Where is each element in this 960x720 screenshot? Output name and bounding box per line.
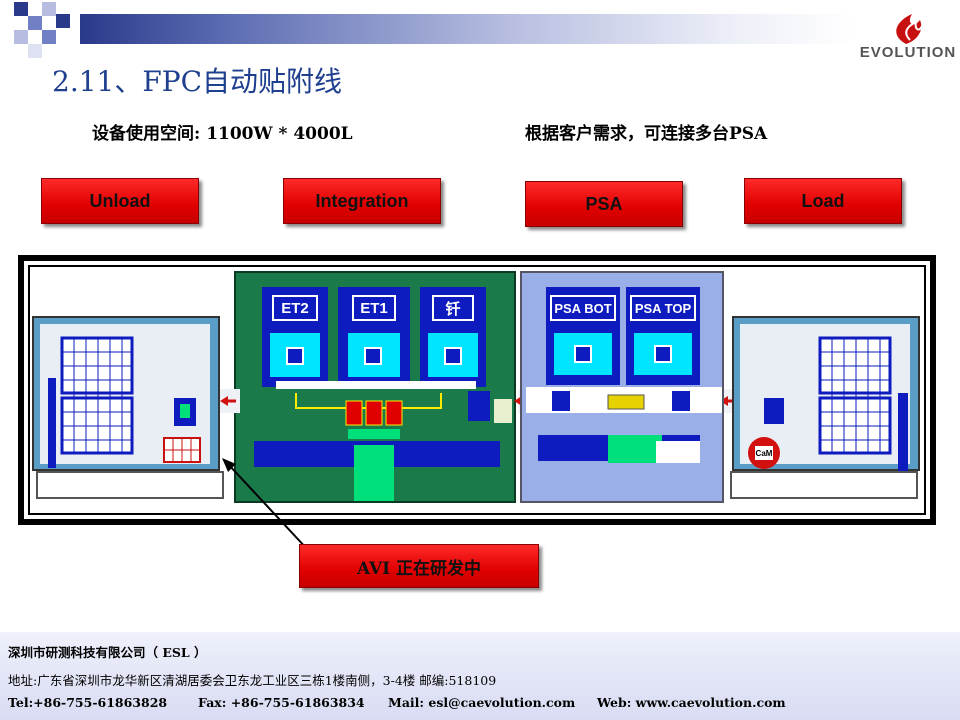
header-square [14,30,28,44]
diagram-inner-border [28,265,926,515]
psa-bot-label: PSA BOT [550,295,616,321]
unload-base [36,471,224,499]
et2-nozzle [286,347,304,365]
fax-number: Fax: +86-755-61863834 [198,695,365,710]
et1-label: ET1 [352,295,396,321]
avi-callout: AVI 正在研发中 [299,544,539,588]
website: Web: www.caevolution.com [597,695,786,710]
logo-text: EVOLUTION [859,44,957,61]
callout-arrow [222,458,309,551]
integration-button: Integration [283,178,441,224]
phone-number: Tel:+86-755-61863828 [8,695,168,710]
camera-label: CaM [755,446,773,460]
psa-bot-nozzle [574,345,592,363]
integration-module: ET2 ET1 钎 [234,271,516,503]
third-station: 钎 [420,287,486,387]
evolution-logo: EVOLUTION [858,4,958,64]
company-address: 地址:广东省深圳市龙华新区清湖居委会卫东龙工业区三栋1楼南侧，3-4楼 邮编:5… [8,673,497,688]
header-square [28,44,42,58]
psa-bot-station: PSA BOT [546,287,620,385]
unload-module [32,316,220,471]
footer: 深圳市研测科技有限公司（ ESL ） 地址:广东省深圳市龙华新区清湖居委会卫东龙… [0,632,960,720]
psa-top-label: PSA TOP [630,295,696,321]
header-square [28,16,42,30]
psa-top-station: PSA TOP [626,287,700,385]
header-square [56,14,70,28]
line-layout-diagram: ET2 ET1 钎 [18,255,936,525]
space-requirement: 设备使用空间: 1100W * 4000L [92,124,353,144]
header-square [42,2,56,16]
load-button: Load [744,178,902,224]
psa-module: PSA BOT PSA TOP [520,271,724,503]
third-nozzle [444,347,462,365]
email-address: Mail: esl@caevolution.com [388,695,576,710]
et2-label: ET2 [272,295,318,321]
psa-top-nozzle [654,345,672,363]
page-title: 2.11、FPC自动贴附线 [52,65,343,98]
company-name: 深圳市研测科技有限公司（ ESL ） [8,645,207,660]
integration-transfer-path [254,381,512,501]
flame-logo-icon [896,14,923,44]
psa-connection-note: 根据客户需求，可连接多台PSA [525,124,768,144]
unload-tray-grid [40,324,210,468]
load-base [730,471,918,499]
load-tray-grid [740,324,910,471]
header-square [14,2,28,16]
header-gradient-bar [80,14,855,44]
psa-button: PSA [525,181,683,227]
unload-button: Unload [41,178,199,224]
et1-station: ET1 [338,287,410,387]
et2-station: ET2 [262,287,328,387]
header-square [42,30,56,44]
et1-nozzle [364,347,382,365]
load-module: CaM [732,316,920,471]
third-station-label: 钎 [432,295,474,321]
psa-transfer-path [526,387,722,463]
